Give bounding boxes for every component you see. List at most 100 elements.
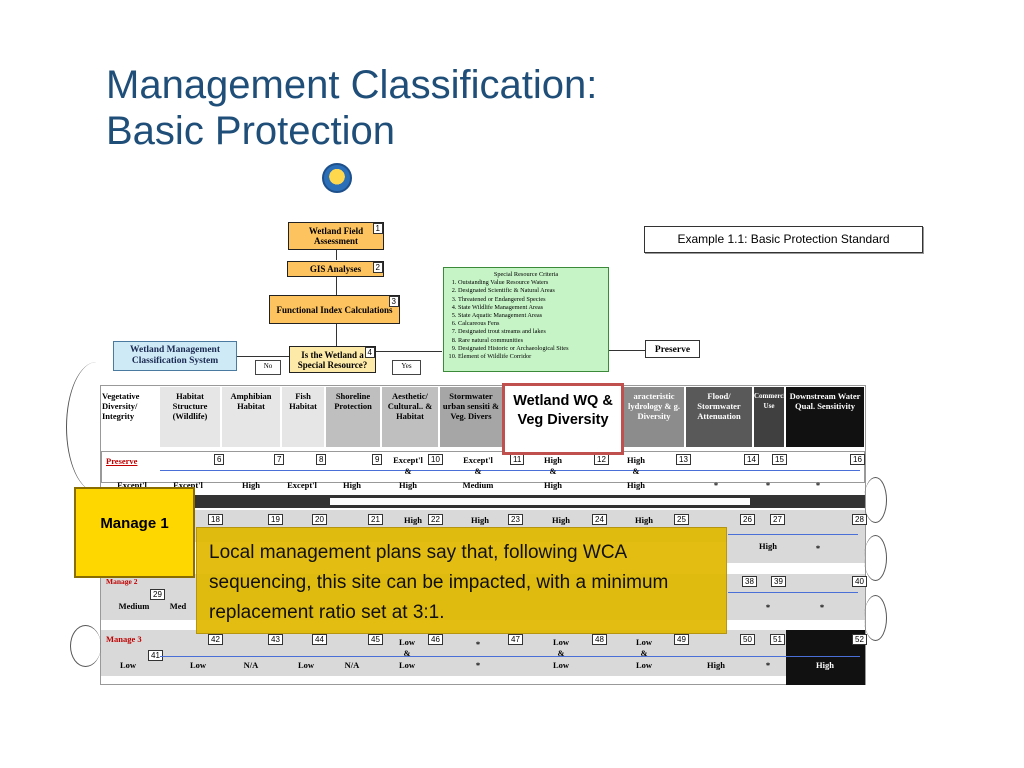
cell-value: * bbox=[819, 602, 825, 612]
criteria-title: Special Resource Criteria bbox=[493, 271, 559, 278]
gis-label: GIS Analyses bbox=[309, 264, 362, 274]
cell-value: Except'l bbox=[287, 480, 317, 490]
criteria-item: Calcareous Fens bbox=[458, 320, 604, 328]
row-arrow bbox=[728, 592, 858, 593]
cell-num: 40 bbox=[852, 576, 867, 587]
cell-value: Low bbox=[119, 660, 137, 670]
cell-num: 28 bbox=[852, 514, 867, 525]
header-downstream: Downstream Water Qual. Sensitivity bbox=[786, 387, 864, 447]
connector bbox=[336, 250, 337, 260]
cell-value: Low bbox=[552, 660, 570, 670]
curved-arrow-left bbox=[70, 625, 101, 667]
criteria-item: Designated Historic or Archaeological Si… bbox=[458, 345, 604, 353]
cell-num: 29 bbox=[150, 589, 165, 600]
manage3-row-label: Manage 3 bbox=[106, 634, 142, 644]
manage1-tail bbox=[727, 535, 865, 563]
cell-value: Low bbox=[398, 660, 416, 670]
criteria-list: Outstanding Value Resource Waters Design… bbox=[448, 279, 604, 361]
cell-value: & bbox=[640, 648, 648, 658]
criteria-item: Designated Scientific & Natural Areas bbox=[458, 287, 604, 295]
gis-box: GIS Analyses 2 bbox=[287, 261, 384, 277]
cell-num: 15 bbox=[772, 454, 787, 465]
cell-value: Low bbox=[297, 660, 315, 670]
criteria-item: Designated trout streams and lakes bbox=[458, 328, 604, 336]
manage1-callout: Manage 1 bbox=[74, 487, 195, 578]
cell-value: High bbox=[544, 455, 562, 465]
criteria-item: Rare natural communities bbox=[458, 337, 604, 345]
cell-num: 19 bbox=[268, 514, 283, 525]
header-flood: Flood/ Stormwater Attenuation bbox=[686, 387, 752, 447]
row-arrow bbox=[160, 656, 860, 657]
manage2-row-label: Manage 2 bbox=[106, 577, 138, 586]
criteria-item: State Aquatic Management Areas bbox=[458, 312, 604, 320]
wmcs-box: Wetland Management Classification System bbox=[113, 341, 237, 371]
preserve-box: Preserve bbox=[645, 340, 700, 358]
cell-num: 7 bbox=[274, 454, 285, 465]
cell-num: 39 bbox=[771, 576, 786, 587]
cell-num: 16 bbox=[850, 454, 865, 465]
cell-value: Low bbox=[552, 637, 570, 647]
arrow-bar-fill bbox=[330, 498, 750, 505]
cell-num: 27 bbox=[770, 514, 785, 525]
header-amphibian: Amphibian Habitat bbox=[222, 387, 280, 447]
cell-num: 8 bbox=[316, 454, 327, 465]
cell-num: 24 bbox=[592, 514, 607, 525]
cell-value: High bbox=[759, 541, 777, 551]
connector bbox=[376, 351, 442, 352]
cell-value: * bbox=[765, 480, 771, 490]
curved-arrow-left bbox=[66, 362, 127, 492]
cell-num: 41 bbox=[148, 650, 163, 661]
cell-value: & bbox=[403, 648, 411, 658]
cell-value: * bbox=[815, 543, 821, 553]
cell-value: High bbox=[242, 480, 260, 490]
cell-value: Except'l bbox=[393, 455, 423, 465]
cell-value: & bbox=[404, 466, 412, 476]
gis-num: 2 bbox=[372, 262, 383, 273]
cell-value: & bbox=[549, 466, 557, 476]
header-commercial: Commercial Use bbox=[754, 387, 791, 447]
cell-num: 6 bbox=[214, 454, 225, 465]
cell-num: 46 bbox=[428, 634, 443, 645]
cell-value: High bbox=[816, 660, 834, 670]
dark-column bbox=[786, 630, 865, 685]
cell-value: Medium bbox=[462, 480, 494, 490]
cell-num: 45 bbox=[368, 634, 383, 645]
header-fish: Fish Habitat bbox=[282, 387, 324, 447]
connector bbox=[336, 324, 337, 346]
connector bbox=[336, 277, 337, 295]
cell-value: & bbox=[557, 648, 565, 658]
cell-value: High bbox=[544, 480, 562, 490]
criteria-item: State Wildlife Management Areas bbox=[458, 304, 604, 312]
functional-box: Functional Index Calculations 3 bbox=[269, 295, 400, 324]
cell-num: 22 bbox=[428, 514, 443, 525]
cell-num: 50 bbox=[740, 634, 755, 645]
cell-value: High bbox=[399, 480, 417, 490]
slide-title: Management Classification: Basic Protect… bbox=[106, 62, 597, 154]
cell-num: 49 bbox=[674, 634, 689, 645]
decision-box: Is the Wetland a Special Resource? 4 bbox=[289, 346, 376, 373]
cell-value: High bbox=[552, 515, 570, 525]
field-assessment-label: Wetland Field Assessment bbox=[308, 226, 364, 246]
criteria-item: Outstanding Value Resource Waters bbox=[458, 279, 604, 287]
cell-value: High bbox=[627, 480, 645, 490]
criteria-item: Threatened or Endangered Species bbox=[458, 296, 604, 304]
curved-arrow-right bbox=[864, 477, 887, 523]
cell-value: Except'l bbox=[173, 480, 203, 490]
cell-num: 42 bbox=[208, 634, 223, 645]
cell-num: 44 bbox=[312, 634, 327, 645]
cell-value: * bbox=[815, 480, 821, 490]
cell-value: * bbox=[475, 660, 481, 670]
connector bbox=[237, 356, 289, 357]
cell-num: 47 bbox=[508, 634, 523, 645]
cell-value: Except'l bbox=[117, 480, 147, 490]
yes-label: Yes bbox=[392, 360, 421, 375]
functional-num: 3 bbox=[388, 296, 399, 307]
title-line-2: Basic Protection bbox=[106, 109, 396, 153]
cell-value: N/A bbox=[243, 660, 259, 670]
cell-value: Except'l bbox=[463, 455, 493, 465]
cell-value: High bbox=[635, 515, 653, 525]
functional-label: Functional Index Calculations bbox=[276, 304, 393, 315]
row-arrow bbox=[160, 470, 860, 471]
cell-value: High bbox=[404, 515, 422, 525]
cell-value: & bbox=[474, 466, 482, 476]
